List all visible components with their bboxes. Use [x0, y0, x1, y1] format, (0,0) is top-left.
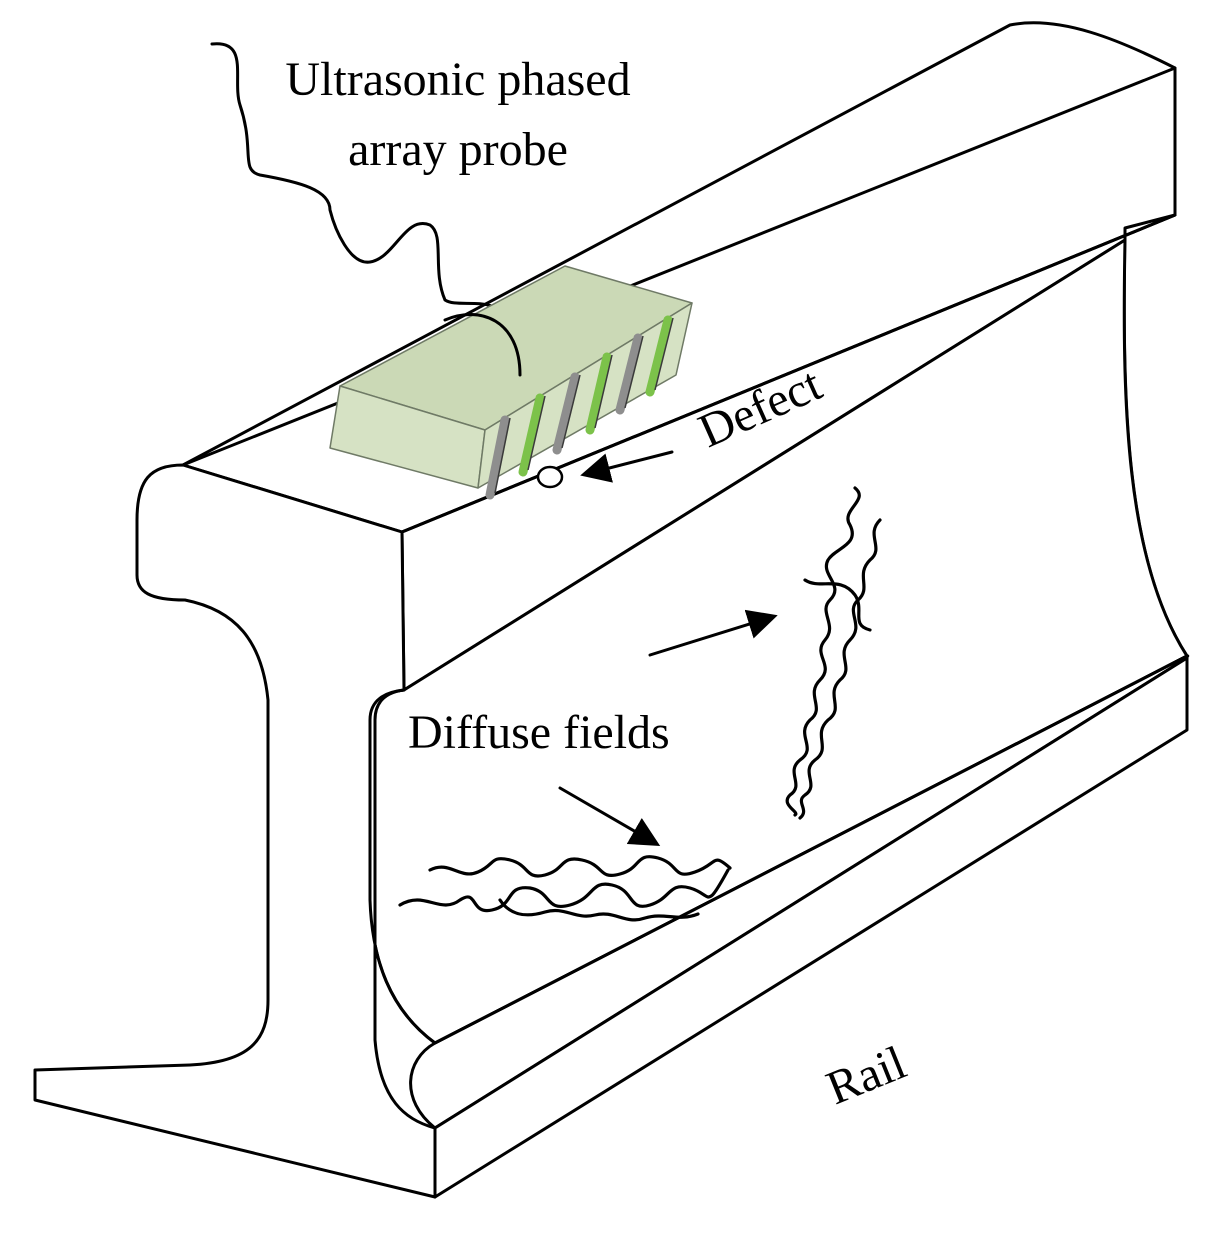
probe-element-edge [494, 417, 511, 494]
rail [33, 21, 1190, 1199]
probe-element-edge [594, 354, 613, 429]
crack-wave [428, 855, 732, 878]
probe-element-strip [615, 333, 643, 415]
diffuse-arrow-upper-icon [648, 609, 778, 657]
probe-element-strip [485, 415, 510, 500]
diffuse-field-cracks [398, 486, 882, 922]
probe-cable [210, 42, 522, 377]
probe [329, 265, 693, 500]
crack-wave [798, 518, 882, 820]
probe-element-edge [654, 317, 674, 391]
crack-wave [498, 898, 700, 922]
rail-foot-edge [433, 656, 1189, 1199]
defect-arrow-icon [580, 450, 674, 483]
probe-element-edge [561, 374, 581, 449]
rail-cross-section [33, 463, 437, 1199]
probe-element-strip [552, 372, 580, 455]
probe-label-line1: Ultrasonic phased [285, 53, 630, 106]
crack-wave [398, 868, 730, 913]
defect-ellipse [536, 465, 564, 489]
crack-wave [803, 578, 872, 632]
probe-element-strip [585, 352, 612, 435]
rail-label: Rail [819, 1036, 913, 1115]
probe-label-line2: array probe [348, 123, 568, 176]
probe-element-edge [527, 395, 546, 471]
probe-elements [485, 315, 674, 500]
diffuse-fields-label: Diffuse fields [408, 706, 670, 759]
probe-element-strip [645, 315, 673, 397]
crack-wave [785, 486, 861, 817]
probe-element-edge [624, 335, 644, 409]
probe-element-strip [518, 393, 545, 477]
diffuse-arrow-lower-icon [558, 786, 661, 847]
